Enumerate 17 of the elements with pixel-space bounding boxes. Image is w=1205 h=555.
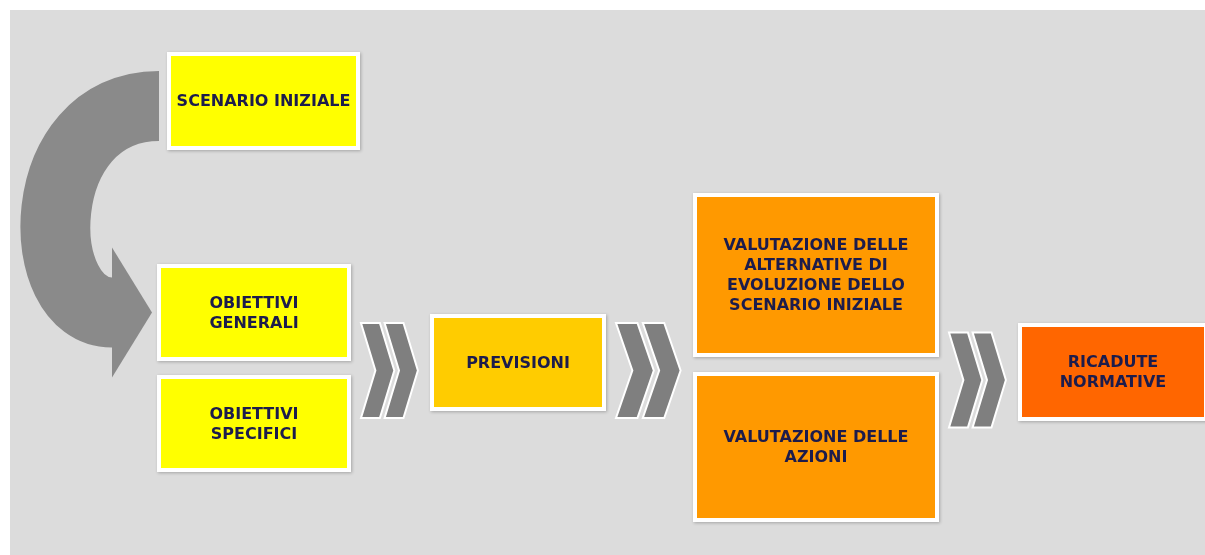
chevron-arrow xyxy=(614,322,682,419)
box-label: VALUTAZIONE DELLE AZIONI xyxy=(722,427,910,467)
process-box xyxy=(1018,323,1205,421)
process-box xyxy=(693,372,939,522)
chevron-arrow xyxy=(359,322,419,419)
process-box xyxy=(167,52,360,150)
process-box xyxy=(430,314,606,411)
box-label: SCENARIO INIZIALE xyxy=(176,91,351,111)
box-label: PREVISIONI xyxy=(466,352,570,373)
chevron-arrow xyxy=(947,331,1007,429)
process-box xyxy=(157,264,351,361)
process-box xyxy=(157,375,351,472)
box-label: OBIETTIVI SPECIFICI xyxy=(208,403,300,444)
box-label: VALUTAZIONE DELLE ALTERNATIVE DI EVOLUZIONE DELLO SCENARIO INIZIALE xyxy=(722,235,910,315)
box-label: RICADUTE NORMATIVE xyxy=(1058,352,1168,392)
box-label: OBIETTIVI GENERALI xyxy=(208,292,300,333)
process-box xyxy=(693,193,939,357)
